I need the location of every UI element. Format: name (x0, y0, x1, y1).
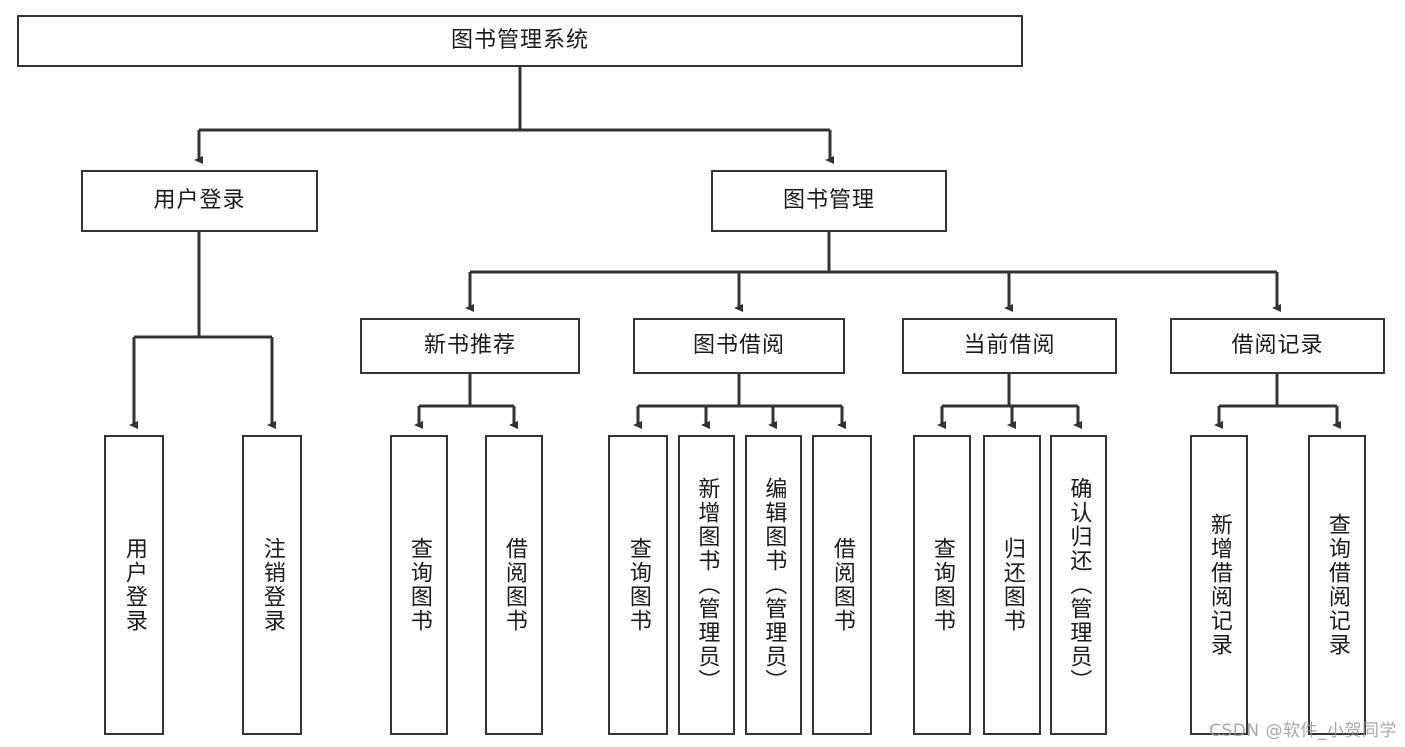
node-leaf-borrow-book-label: 借阅图书 (829, 537, 855, 633)
node-leaf-query-book-cur-label: 查询图书 (929, 537, 955, 633)
node-leaf-borrow-book-rec[interactable]: 借阅图书 (485, 435, 543, 735)
node-user-login-label: 用户登录 (153, 187, 246, 213)
node-user-login[interactable]: 用户登录 (81, 170, 318, 232)
node-book-borrow-label: 图书借阅 (692, 332, 785, 358)
node-leaf-user-login[interactable]: 用户登录 (104, 435, 164, 735)
node-book-manage-label: 图书管理 (782, 187, 875, 213)
node-leaf-borrow-book-rec-label: 借阅图书 (501, 537, 527, 633)
node-leaf-add-book[interactable]: 新增图书（管理员） (678, 435, 735, 735)
node-leaf-return-book[interactable]: 归还图书 (983, 435, 1041, 735)
node-leaf-query-record[interactable]: 查询借阅记录 (1308, 435, 1366, 735)
node-leaf-add-record-label: 新增借阅记录 (1206, 513, 1232, 657)
node-current-borrow[interactable]: 当前借阅 (902, 318, 1117, 374)
node-root-label: 图书管理系统 (450, 27, 589, 53)
node-leaf-borrow-book[interactable]: 借阅图书 (812, 435, 872, 735)
node-leaf-user-login-label: 用户登录 (121, 537, 147, 633)
node-borrow-record-label: 借阅记录 (1231, 332, 1324, 358)
watermark: CSDN @软件_小贺同学 (1209, 721, 1397, 741)
node-leaf-query-record-label: 查询借阅记录 (1324, 513, 1350, 657)
node-leaf-add-record[interactable]: 新增借阅记录 (1190, 435, 1248, 735)
node-leaf-confirm-return-label: 确认归还（管理员） (1066, 477, 1092, 693)
node-book-manage[interactable]: 图书管理 (711, 170, 947, 232)
node-leaf-logout[interactable]: 注销登录 (242, 435, 302, 735)
node-leaf-edit-book[interactable]: 编辑图书（管理员） (745, 435, 802, 735)
node-leaf-return-book-label: 归还图书 (999, 537, 1025, 633)
node-book-borrow[interactable]: 图书借阅 (633, 318, 845, 374)
node-leaf-query-book-borrow[interactable]: 查询图书 (608, 435, 668, 735)
node-current-borrow-label: 当前借阅 (963, 332, 1056, 358)
node-leaf-logout-label: 注销登录 (259, 537, 285, 633)
node-root[interactable]: 图书管理系统 (17, 15, 1023, 67)
node-leaf-query-book-rec[interactable]: 查询图书 (390, 435, 448, 735)
node-leaf-edit-book-label: 编辑图书（管理员） (761, 477, 787, 693)
node-leaf-query-book-borrow-label: 查询图书 (625, 537, 651, 633)
node-borrow-record[interactable]: 借阅记录 (1170, 318, 1385, 374)
node-leaf-confirm-return[interactable]: 确认归还（管理员） (1050, 435, 1107, 735)
node-leaf-query-book-cur[interactable]: 查询图书 (913, 435, 971, 735)
node-leaf-add-book-label: 新增图书（管理员） (694, 477, 720, 693)
node-new-book-recommend[interactable]: 新书推荐 (360, 318, 580, 374)
node-leaf-query-book-rec-label: 查询图书 (406, 537, 432, 633)
node-new-book-recommend-label: 新书推荐 (423, 332, 516, 358)
